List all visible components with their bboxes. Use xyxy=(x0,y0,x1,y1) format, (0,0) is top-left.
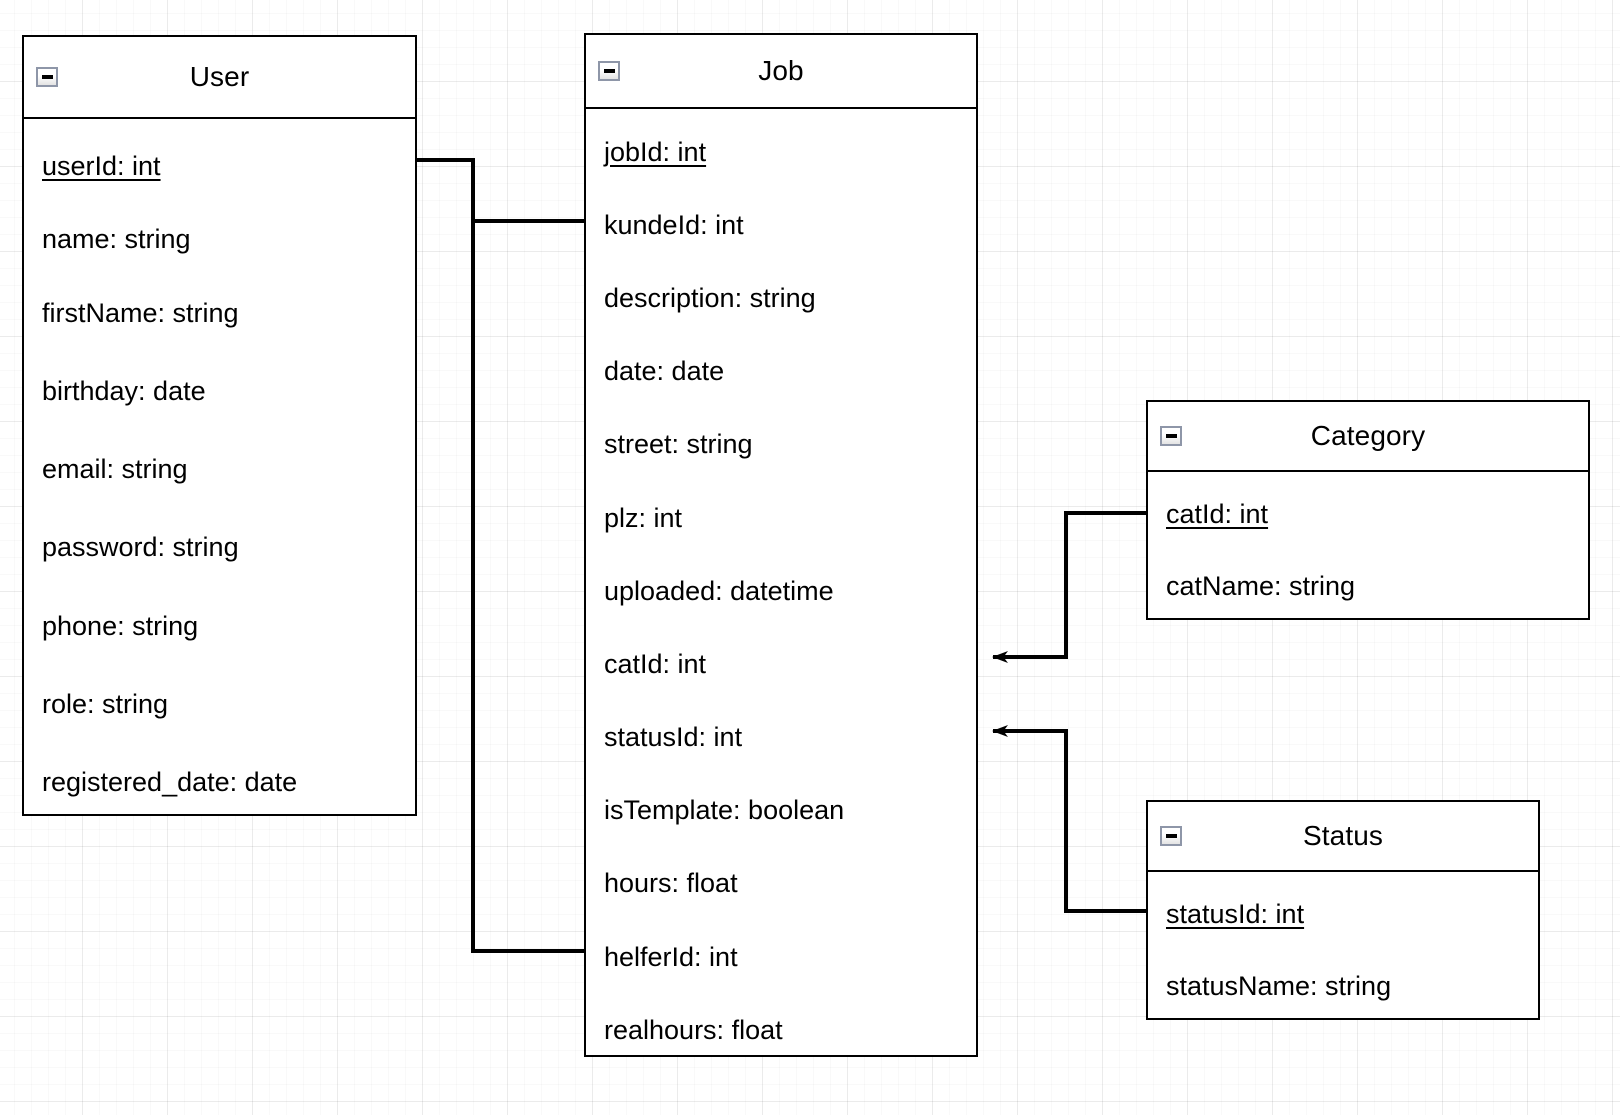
attribute-row: helferId: int xyxy=(604,942,738,972)
attribute-row: street: string xyxy=(604,429,753,459)
attribute-row: email: string xyxy=(42,454,188,484)
attribute-row: kundeId: int xyxy=(604,210,744,240)
attribute-row: userId: int xyxy=(42,151,161,181)
class-header-job: Job xyxy=(586,35,976,109)
class-title-job: Job xyxy=(758,55,804,86)
class-box-user[interactable]: User userId: int name: string firstName:… xyxy=(22,35,417,816)
attribute-row: date: date xyxy=(604,356,725,386)
attribute-row: catId: int xyxy=(1166,499,1269,529)
attribute-row: catId: int xyxy=(604,649,707,679)
minus-box-icon[interactable] xyxy=(36,67,58,87)
attribute-row: password: string xyxy=(42,532,239,562)
attribute-row: isTemplate: boolean xyxy=(604,795,845,825)
class-title-category: Category xyxy=(1310,420,1426,451)
attribute-row: phone: string xyxy=(42,611,199,641)
class-box-job[interactable]: Job jobId: int kundeId: int description:… xyxy=(584,33,978,1057)
attribute-row: firstName: string xyxy=(42,298,239,328)
class-attributes-status: statusId: int statusName: string xyxy=(1148,872,1538,1018)
attribute-row: hours: float xyxy=(604,868,738,898)
minus-box-icon[interactable] xyxy=(1160,426,1182,446)
class-attributes-category: catId: int catName: string xyxy=(1148,472,1588,618)
attribute-row: statusId: int xyxy=(604,722,743,752)
class-box-category[interactable]: Category catId: int catName: string xyxy=(1146,400,1590,620)
attribute-row: realhours: float xyxy=(604,1015,783,1045)
attribute-row: statusId: int xyxy=(1166,899,1305,929)
attribute-row: plz: int xyxy=(604,503,683,533)
class-title-status: Status xyxy=(1303,820,1383,851)
attribute-row: statusName: string xyxy=(1166,971,1392,1001)
class-title-user: User xyxy=(189,61,250,92)
minus-box-icon[interactable] xyxy=(1160,826,1182,846)
attribute-row: description: string xyxy=(604,283,816,313)
attribute-row: registered_date: date xyxy=(42,767,298,797)
attribute-row: jobId: int xyxy=(604,137,707,167)
class-attributes-job: jobId: int kundeId: int description: str… xyxy=(586,109,976,1055)
class-attributes-user: userId: int name: string firstName: stri… xyxy=(24,119,415,814)
class-header-user: User xyxy=(24,37,415,119)
class-header-category: Category xyxy=(1148,402,1588,472)
attribute-row: name: string xyxy=(42,224,191,254)
minus-box-icon[interactable] xyxy=(598,61,620,81)
class-header-status: Status xyxy=(1148,802,1538,872)
attribute-row: birthday: date xyxy=(42,376,206,406)
attribute-row: catName: string xyxy=(1166,571,1356,601)
class-box-status[interactable]: Status statusId: int statusName: string xyxy=(1146,800,1540,1020)
attribute-row: role: string xyxy=(42,689,169,719)
attribute-row: uploaded: datetime xyxy=(604,576,834,606)
